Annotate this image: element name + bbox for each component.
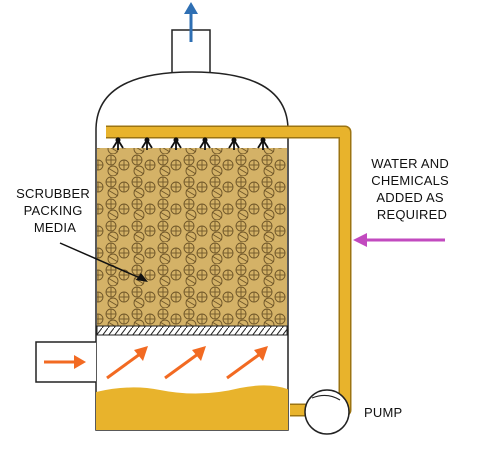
rising-gas-arrow <box>226 346 268 380</box>
inlet-gas-arrow <box>44 355 86 369</box>
support-grid <box>96 325 288 336</box>
spray-nozzle <box>112 137 124 150</box>
sump-liquid <box>96 385 288 430</box>
spray-nozzle <box>141 137 153 150</box>
rising-gas-arrow <box>164 346 206 380</box>
packing-label-line: SCRUBBER <box>16 186 90 201</box>
water-label-line: ADDED AS <box>376 190 443 205</box>
packing-label-line: MEDIA <box>34 220 76 235</box>
packing-leader-line <box>59 242 148 282</box>
spray-nozzle <box>228 137 240 150</box>
pump-label: PUMP <box>364 405 402 420</box>
exhaust-arrow <box>184 2 198 42</box>
water-label-line: REQUIRED <box>377 207 447 222</box>
spray-nozzle <box>199 137 211 150</box>
water-chemicals-arrow <box>353 233 445 247</box>
packing-label-line: PACKING <box>24 203 83 218</box>
water-label-line: CHEMICALS <box>371 173 449 188</box>
pump-volute-icon <box>311 394 341 401</box>
water-label-line: WATER AND <box>371 156 449 171</box>
spray-nozzle <box>170 137 182 150</box>
packing-label: SCRUBBER PACKING MEDIA <box>16 186 94 235</box>
rising-gas-arrow <box>106 346 148 380</box>
water-chemicals-label: WATER AND CHEMICALS ADDED AS REQUIRED <box>371 156 452 222</box>
spray-nozzle <box>257 137 269 150</box>
packing-bed <box>97 148 287 326</box>
pump <box>304 389 350 435</box>
